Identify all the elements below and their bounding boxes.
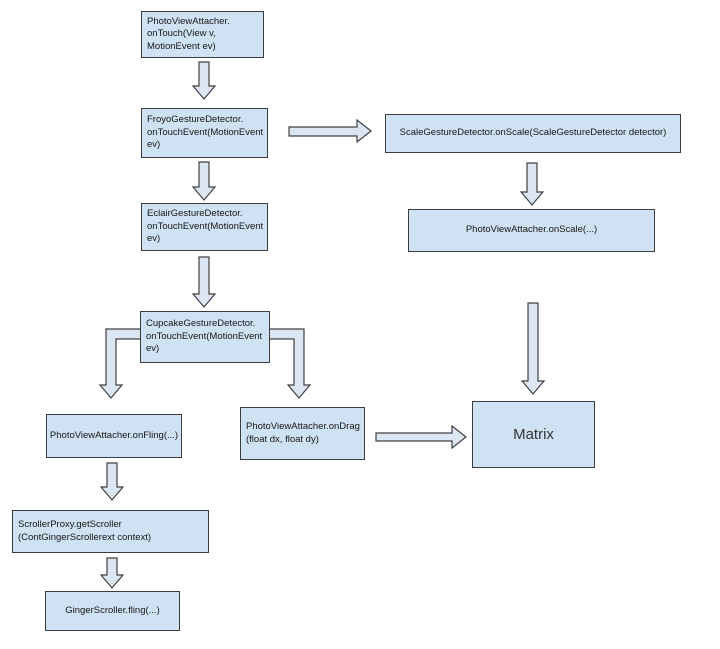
box-gingerscroller-fling-label: GingerScroller.fling(...): [65, 604, 160, 616]
box-photoviewattacher-ontouch-label: PhotoViewAttacher. onTouch(View v, Motio…: [147, 15, 230, 52]
box-photoviewattacher-onfling: PhotoViewAttacher.onFling(...): [46, 414, 182, 458]
box-froyogesturedetector-ontouchevent-label: FroyoGestureDetector. onTouchEvent(Motio…: [147, 114, 264, 151]
arrow-froyo-to-scale-detector: [288, 118, 372, 144]
box-scalegesturedetector-onscale-label: ScaleGestureDetector.onScale(ScaleGestur…: [399, 127, 667, 139]
arrow-ondrag-to-matrix: [375, 424, 467, 450]
box-photoviewattacher-onscale: PhotoViewAttacher.onScale(...): [408, 209, 655, 252]
arrow-scrollerproxy-to-gingerscroller: [99, 557, 125, 589]
box-matrix: Matrix: [472, 401, 595, 468]
arrow-ontouch-to-froyo: [191, 61, 217, 100]
box-eclairgesturedetector-ontouchevent: EclairGestureDetector. onTouchEvent(Moti…: [141, 203, 268, 251]
box-photoviewattacher-onscale-label: PhotoViewAttacher.onScale(...): [465, 224, 598, 236]
box-gingerscroller-fling: GingerScroller.fling(...): [45, 591, 180, 631]
box-cupcakegesturedetector-ontouchevent-label: CupcakeGestureDetector. onTouchEvent(Mot…: [146, 318, 263, 355]
arrow-cupcake-to-onfling: [98, 328, 142, 399]
box-photoviewattacher-ondrag-label: PhotoViewAttacher.onDrag (float dx, floa…: [246, 421, 360, 445]
arrow-cupcake-to-ondrag: [268, 328, 312, 399]
box-scrollerproxy-getscroller-label: ScrollerProxy.getScroller (ContGingerScr…: [18, 519, 152, 543]
box-photoviewattacher-ontouch: PhotoViewAttacher. onTouch(View v, Motio…: [141, 11, 264, 58]
arrow-scale-detector-to-pva-onscale: [519, 162, 545, 206]
arrow-onfling-to-scrollerproxy: [99, 462, 125, 501]
box-froyogesturedetector-ontouchevent: FroyoGestureDetector. onTouchEvent(Motio…: [141, 108, 268, 158]
arrow-eclair-to-cupcake: [191, 256, 217, 308]
arrow-froyo-to-eclair: [191, 161, 217, 201]
box-photoviewattacher-onfling-label: PhotoViewAttacher.onFling(...): [49, 429, 179, 441]
box-eclairgesturedetector-ontouchevent-label: EclairGestureDetector. onTouchEvent(Moti…: [147, 208, 264, 245]
box-cupcakegesturedetector-ontouchevent: CupcakeGestureDetector. onTouchEvent(Mot…: [140, 311, 270, 363]
box-matrix-label: Matrix: [513, 425, 554, 443]
box-scrollerproxy-getscroller: ScrollerProxy.getScroller (ContGingerScr…: [12, 510, 209, 553]
box-scalegesturedetector-onscale: ScaleGestureDetector.onScale(ScaleGestur…: [385, 114, 681, 153]
box-photoviewattacher-ondrag: PhotoViewAttacher.onDrag (float dx, floa…: [240, 407, 365, 460]
arrow-pva-onscale-to-matrix: [520, 302, 546, 395]
